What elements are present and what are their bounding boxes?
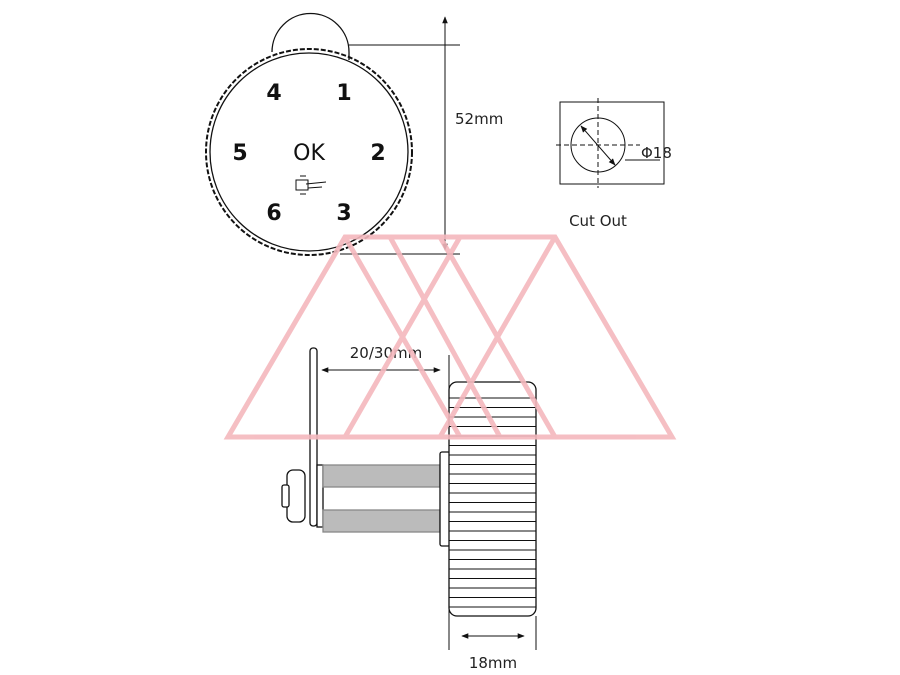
watermark-logo — [223, 234, 677, 440]
front-view — [205, 12, 460, 256]
knurled-rim — [205, 48, 413, 256]
key-2: 2 — [370, 141, 385, 166]
key-4: 4 — [266, 81, 281, 106]
knob-depth-label: 18mm — [469, 654, 517, 672]
side-view — [281, 347, 537, 617]
card-tap-icon — [295, 175, 327, 195]
cam-length-label: 20/30mm — [350, 344, 422, 362]
key-ok: OK — [293, 141, 325, 166]
cutout-diameter-label: Φ18 — [641, 144, 672, 162]
top-cap — [271, 12, 350, 60]
key-1: 1 — [336, 81, 351, 106]
dial-face — [209, 52, 409, 252]
thread-bottom — [322, 509, 441, 533]
height-label: 52mm — [455, 110, 503, 128]
keypad: 4 1 5 OK 2 6 3 — [232, 81, 385, 226]
cutout-view — [556, 98, 665, 188]
key-6: 6 — [266, 201, 281, 226]
key-3: 3 — [336, 201, 351, 226]
key-5: 5 — [232, 141, 247, 166]
cutout-label: Cut Out — [569, 212, 627, 230]
thread-top — [322, 464, 441, 488]
